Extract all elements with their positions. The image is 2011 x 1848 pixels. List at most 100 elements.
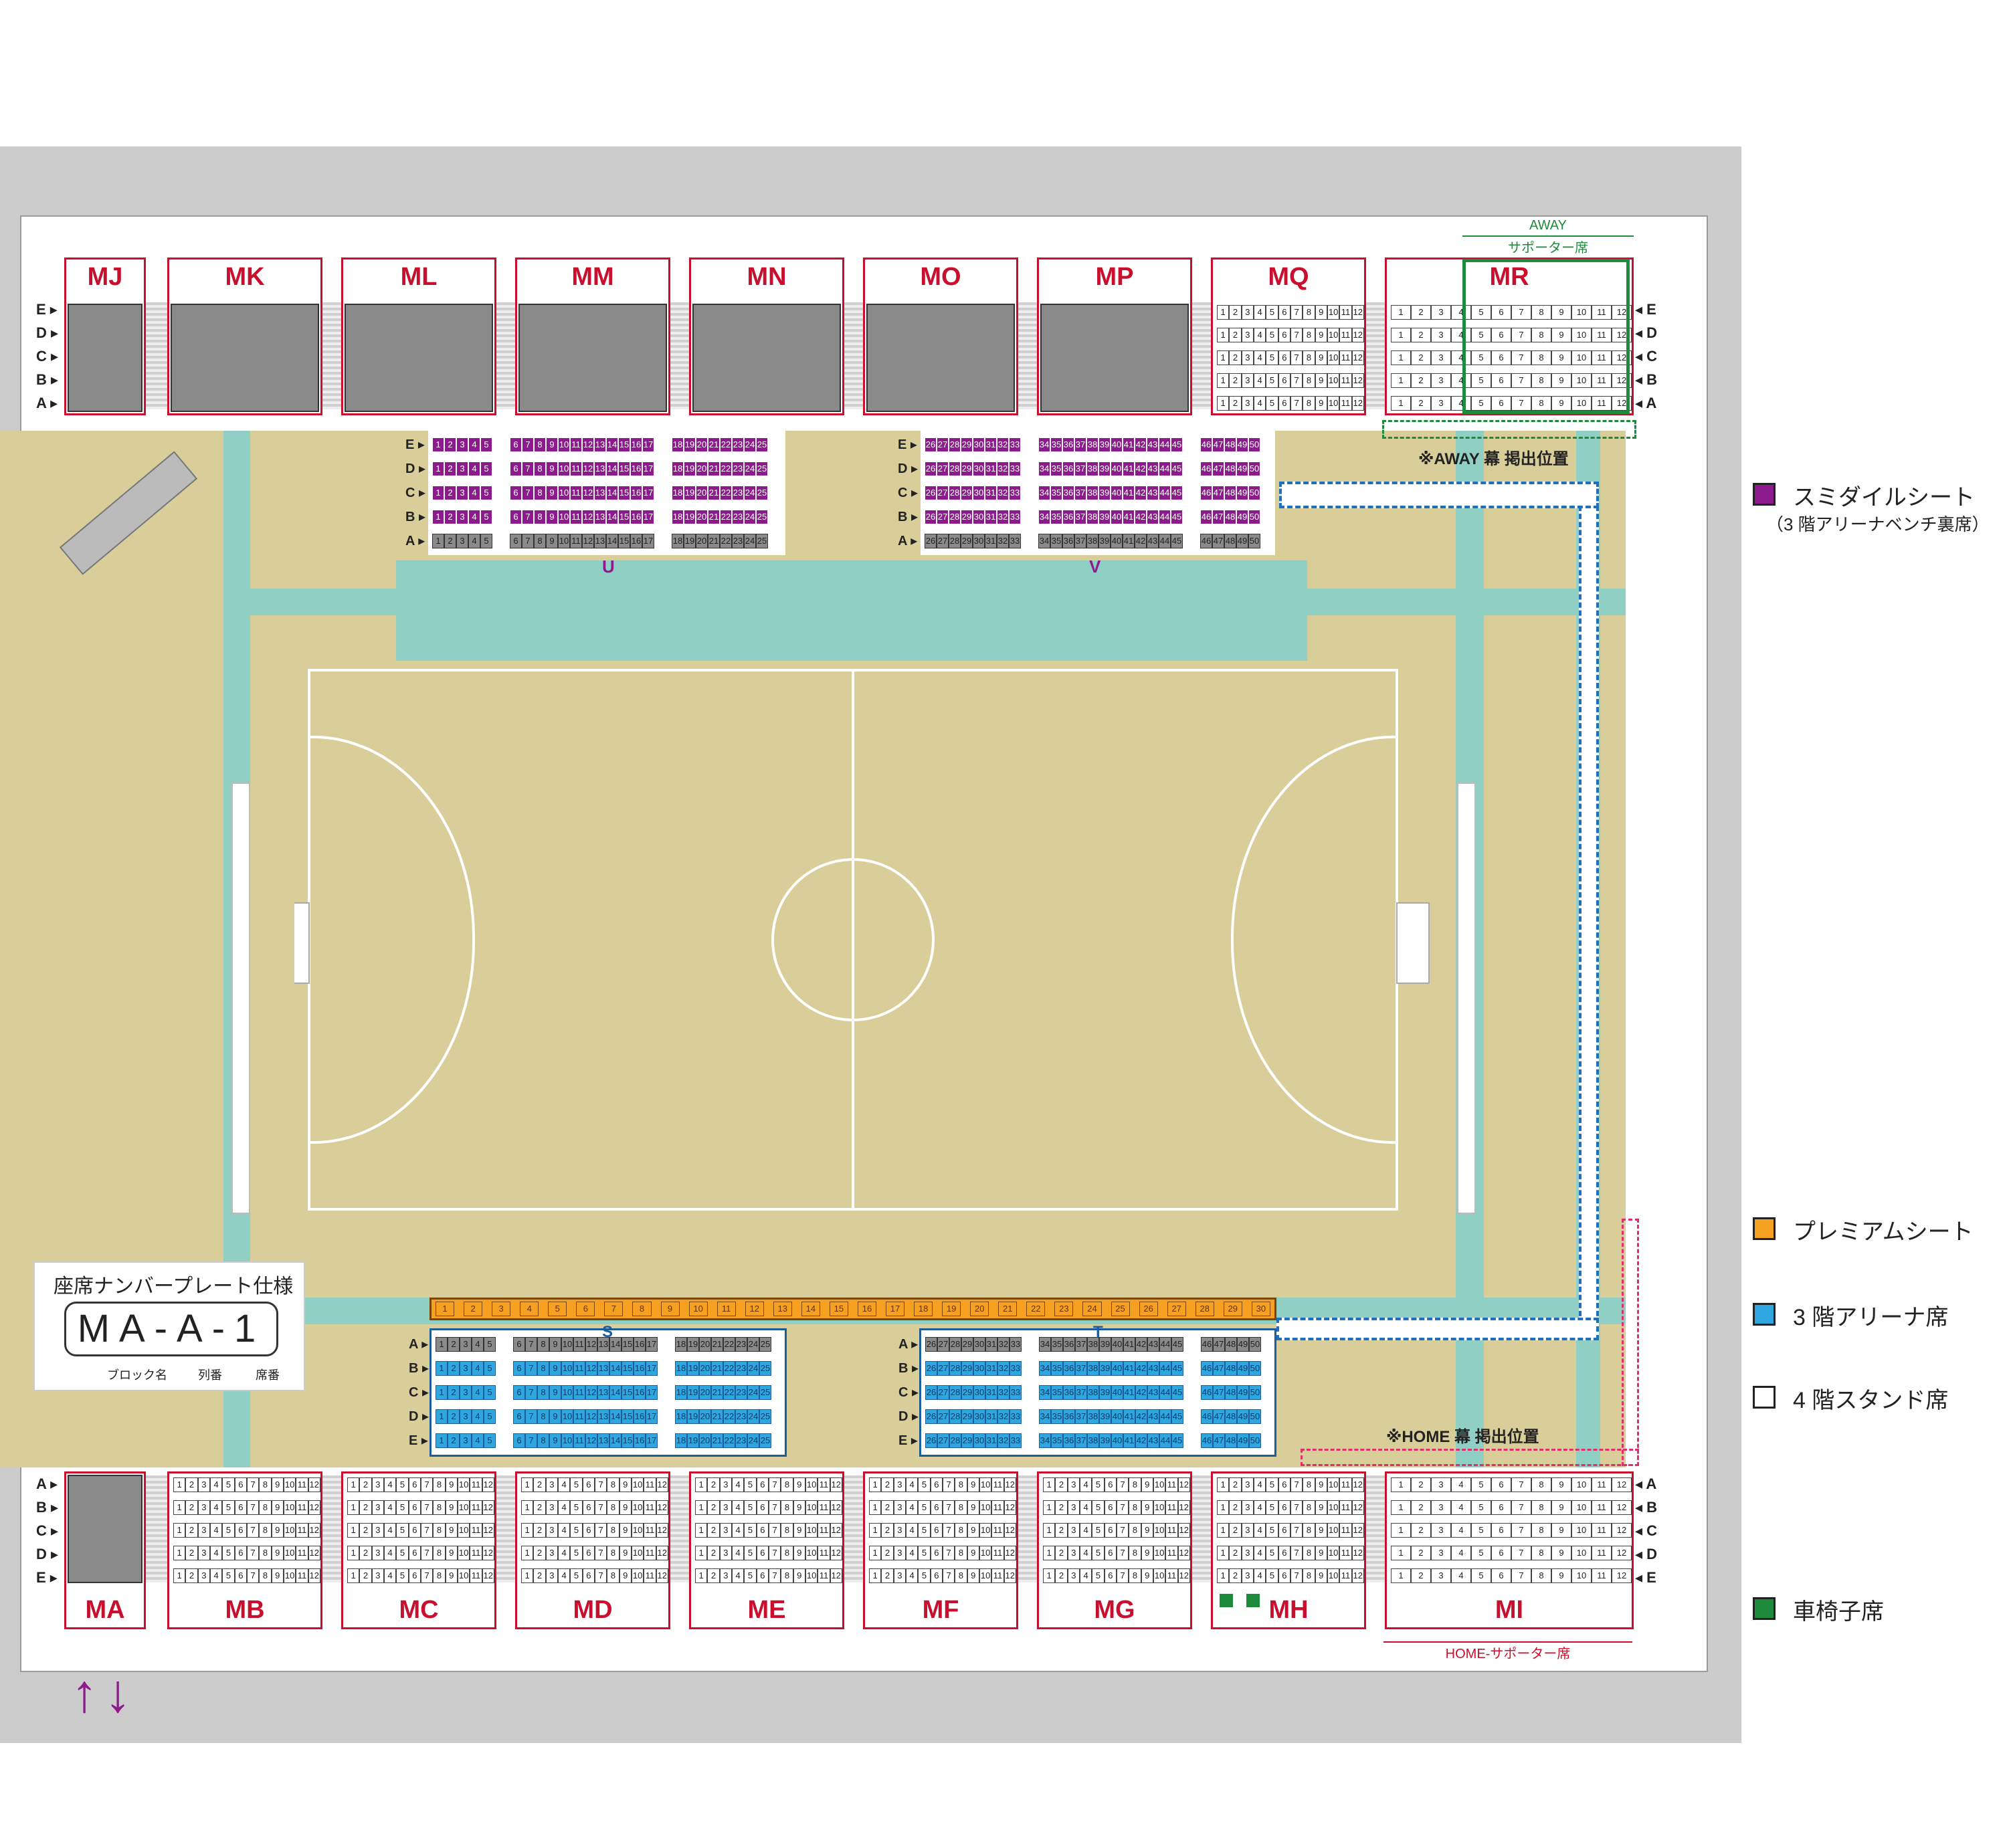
seat[interactable]: 42 xyxy=(1135,510,1147,524)
seat[interactable]: 43 xyxy=(1147,1337,1159,1352)
seat[interactable]: 4 xyxy=(1253,1500,1266,1515)
seat[interactable]: 11 xyxy=(1592,396,1612,411)
seat[interactable]: 11 xyxy=(991,1477,1004,1492)
premium-seat[interactable]: 22 xyxy=(1026,1302,1046,1316)
seat[interactable]: 12 xyxy=(656,1500,668,1515)
seat[interactable]: 11 xyxy=(1339,328,1352,342)
seat[interactable]: 43 xyxy=(1147,437,1159,452)
seat[interactable]: 33 xyxy=(1009,534,1021,548)
seat[interactable]: 1 xyxy=(436,1337,448,1352)
seat[interactable]: 4 xyxy=(1253,328,1266,342)
seat[interactable]: 22 xyxy=(720,534,732,548)
seat[interactable]: 3 xyxy=(1431,396,1451,411)
seat[interactable]: 4 xyxy=(557,1500,571,1515)
seat[interactable]: 12 xyxy=(1003,1500,1016,1515)
seat[interactable]: 11 xyxy=(1165,1500,1178,1515)
seat[interactable]: 11 xyxy=(818,1568,830,1583)
seat[interactable]: 1 xyxy=(1217,1523,1230,1538)
seat[interactable]: 2 xyxy=(448,1361,460,1376)
seat[interactable]: 10 xyxy=(1571,373,1592,388)
seat[interactable]: 11 xyxy=(470,1523,482,1538)
seat[interactable]: 3 xyxy=(545,1568,558,1583)
seat[interactable]: 11 xyxy=(470,1500,482,1515)
seat[interactable]: 24 xyxy=(747,1385,759,1400)
seat[interactable]: 6 xyxy=(1278,350,1290,365)
seat[interactable]: 1 xyxy=(1217,350,1230,365)
seat[interactable]: 4 xyxy=(472,1385,484,1400)
premium-seat[interactable]: 27 xyxy=(1167,1302,1186,1316)
seat[interactable]: 5 xyxy=(570,1568,583,1583)
seat[interactable]: 31 xyxy=(985,1433,997,1448)
seat[interactable]: 21 xyxy=(711,1337,723,1352)
seat[interactable]: 23 xyxy=(732,534,744,548)
seat[interactable]: 9 xyxy=(793,1477,805,1492)
seat[interactable]: 1 xyxy=(436,1385,448,1400)
seat[interactable]: 6 xyxy=(1278,1500,1290,1515)
seat[interactable]: 10 xyxy=(283,1568,296,1583)
seat[interactable]: 25 xyxy=(759,1409,771,1424)
seat[interactable]: 17 xyxy=(642,534,654,548)
seat[interactable]: 4 xyxy=(557,1477,571,1492)
seat[interactable]: 11 xyxy=(296,1500,308,1515)
seat[interactable]: 9 xyxy=(619,1568,632,1583)
seat[interactable]: 2 xyxy=(448,1337,460,1352)
seat[interactable]: 5 xyxy=(1092,1546,1105,1560)
seat[interactable]: 7 xyxy=(420,1546,434,1560)
seat[interactable]: 4 xyxy=(905,1523,919,1538)
seat[interactable]: 47 xyxy=(1213,1385,1225,1400)
seat[interactable]: 17 xyxy=(646,1385,658,1400)
seat[interactable]: 36 xyxy=(1062,510,1074,524)
seat[interactable]: 21 xyxy=(708,510,720,524)
seat[interactable]: 30 xyxy=(973,510,985,524)
seat[interactable]: 11 xyxy=(570,486,582,500)
seat[interactable]: 35 xyxy=(1051,1409,1063,1424)
seat[interactable]: 10 xyxy=(979,1523,992,1538)
seat[interactable]: 14 xyxy=(606,437,618,452)
seat[interactable]: 5 xyxy=(1266,1500,1278,1515)
seat[interactable]: 41 xyxy=(1123,1385,1135,1400)
seat[interactable]: 35 xyxy=(1050,534,1062,548)
seat[interactable]: 9 xyxy=(1315,350,1327,365)
seat[interactable]: 4 xyxy=(468,486,480,500)
seat[interactable]: 15 xyxy=(621,1433,634,1448)
seat[interactable]: 8 xyxy=(534,534,546,548)
seat[interactable]: 22 xyxy=(723,1433,735,1448)
seat[interactable]: 28 xyxy=(949,461,961,476)
seat[interactable]: 46 xyxy=(1200,461,1212,476)
seat[interactable]: 6 xyxy=(756,1546,769,1560)
seat[interactable]: 4 xyxy=(209,1546,223,1560)
seat[interactable]: 28 xyxy=(949,534,961,548)
seat[interactable]: 9 xyxy=(546,510,558,524)
premium-seat[interactable]: 1 xyxy=(436,1302,455,1316)
seat[interactable]: 21 xyxy=(708,486,720,500)
seat[interactable]: 21 xyxy=(711,1433,723,1448)
seat[interactable]: 11 xyxy=(296,1477,308,1492)
seat[interactable]: 12 xyxy=(308,1500,320,1515)
seat[interactable]: 10 xyxy=(1153,1568,1166,1583)
seat[interactable]: 10 xyxy=(457,1568,470,1583)
seat[interactable]: 37 xyxy=(1075,1409,1087,1424)
seat[interactable]: 1 xyxy=(869,1477,882,1492)
seat[interactable]: 32 xyxy=(997,437,1009,452)
seat[interactable]: 1 xyxy=(347,1500,360,1515)
seat[interactable]: 29 xyxy=(961,1361,973,1376)
seat[interactable]: 3 xyxy=(1431,1500,1451,1515)
seat[interactable]: 14 xyxy=(606,486,618,500)
seat[interactable]: 47 xyxy=(1212,461,1224,476)
seat[interactable]: 8 xyxy=(433,1477,446,1492)
seat[interactable]: 31 xyxy=(985,1409,997,1424)
seat[interactable]: 5 xyxy=(484,1409,496,1424)
seat[interactable]: 47 xyxy=(1213,1337,1225,1352)
seat[interactable]: 11 xyxy=(1339,373,1352,388)
seat[interactable]: 1 xyxy=(173,1568,186,1583)
seat[interactable]: 37 xyxy=(1075,1433,1087,1448)
premium-seat[interactable]: 6 xyxy=(576,1302,595,1316)
seat[interactable]: 17 xyxy=(646,1361,658,1376)
seat[interactable]: 3 xyxy=(1431,1546,1451,1560)
seat[interactable]: 24 xyxy=(747,1361,759,1376)
seat[interactable]: 7 xyxy=(1290,1546,1303,1560)
seat[interactable]: 8 xyxy=(1531,1568,1551,1583)
seat[interactable]: 9 xyxy=(967,1568,979,1583)
seat[interactable]: 14 xyxy=(606,510,618,524)
